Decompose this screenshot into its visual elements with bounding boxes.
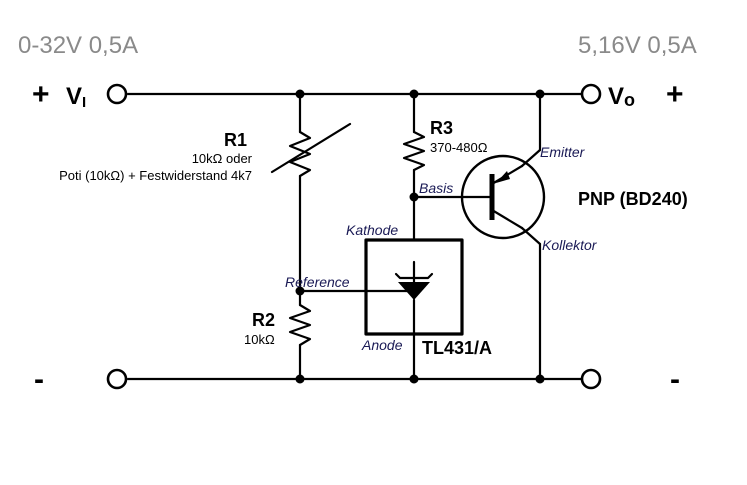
- r1-alt: Poti (10kΩ) + Festwiderstand 4k7: [59, 168, 252, 183]
- tl431-name: TL431/A: [422, 338, 492, 358]
- plus-right-label: +: [666, 78, 684, 111]
- input-terminal-plus: [106, 83, 128, 105]
- r1-adjust-arrow: [270, 122, 352, 174]
- vout-label-main: V: [608, 83, 624, 110]
- vin-label-sub: I: [82, 94, 86, 111]
- junction-r3-top: [409, 89, 419, 99]
- junction-r2-bottom: [295, 374, 305, 384]
- input-spec: 0-32V 0,5A: [18, 32, 138, 59]
- input-terminal-minus: [106, 368, 128, 390]
- emitter-wire: [520, 148, 542, 168]
- output-terminal-minus: [580, 368, 602, 390]
- reference-label: Reference: [285, 274, 350, 290]
- minus-left-label: -: [34, 363, 44, 396]
- r2-value: 10kΩ: [244, 332, 275, 347]
- r1-name: R1: [224, 130, 247, 150]
- r2-resistor: [288, 303, 312, 347]
- transistor-emitter-arrow: [496, 171, 510, 183]
- plus-left-label: +: [32, 78, 50, 111]
- minus-right-label: -: [670, 363, 680, 396]
- r3-resistor: [402, 130, 426, 172]
- junction-collector: [535, 374, 545, 384]
- r2-name: R2: [252, 310, 275, 330]
- junction-anode: [409, 374, 419, 384]
- junction-emitter: [535, 89, 545, 99]
- junction-r1-top: [295, 89, 305, 99]
- transistor-body: [460, 154, 546, 240]
- vin-label-main: V: [66, 83, 82, 110]
- kathode-label: Kathode: [346, 222, 398, 238]
- collector-wire: [520, 226, 542, 246]
- transistor-name: PNP (BD240): [578, 189, 688, 209]
- tl431-cathode-bar: [394, 272, 434, 280]
- vout-label: Vo: [608, 83, 635, 110]
- r1-resistor: [288, 130, 312, 178]
- r3-value: 370-480Ω: [430, 140, 488, 155]
- vout-label-sub: o: [624, 90, 635, 110]
- r1-value: 10kΩ oder: [192, 151, 253, 166]
- basis-label: Basis: [419, 180, 453, 196]
- output-terminal-plus: [580, 83, 602, 105]
- emitter-label: Emitter: [540, 144, 586, 160]
- collector-label: Kollektor: [542, 237, 598, 253]
- anode-label: Anode: [361, 337, 403, 353]
- output-spec: 5,16V 0,5A: [578, 32, 697, 59]
- transistor-collector-lead: [490, 208, 524, 230]
- r3-name: R3: [430, 118, 453, 138]
- tl431-diode-symbol: [398, 282, 430, 300]
- vin-label: VI: [66, 83, 86, 111]
